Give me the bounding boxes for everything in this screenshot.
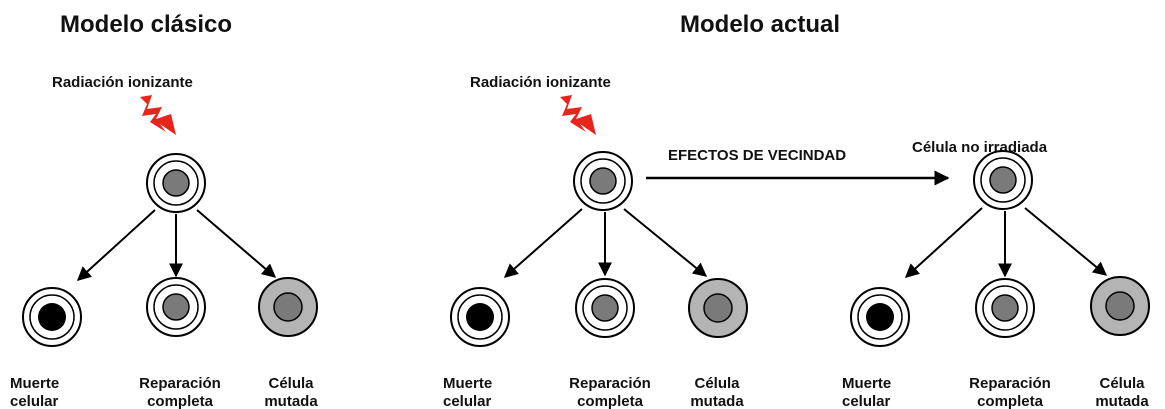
cell-icon: [573, 151, 633, 211]
outcome-mutated-line2: mutada: [1095, 393, 1149, 409]
title-classic-model: Modelo clásico: [60, 11, 232, 38]
non-irradiated-cell-label: Célula no irradiada: [912, 139, 1048, 156]
outcome-mutated-line2: mutada: [690, 393, 744, 409]
outcome-mutated-line2: mutada: [264, 393, 318, 409]
outcome-mutated-line1: Célula: [268, 375, 314, 392]
arrow-icon: [623, 208, 708, 277]
mutated-cell-icon: [258, 277, 318, 337]
repaired-cell-icon: [575, 278, 635, 338]
outcome-repair-line2: completa: [147, 393, 214, 409]
dead-cell-icon: [22, 287, 82, 347]
outcome-repair-line1: Reparación: [569, 375, 651, 392]
dead-cell-icon: [850, 287, 910, 347]
outcome-repair-line1: Reparación: [139, 375, 221, 392]
arrow-icon: [904, 207, 983, 278]
lightning-bolt-icon: [140, 95, 176, 135]
mutated-cell-icon: [1090, 276, 1150, 336]
outcome-death-line1: Muerte: [842, 375, 891, 392]
cell-icon: [146, 153, 206, 213]
outcome-mutated-line1: Célula: [694, 375, 740, 392]
radiation-label-right: Radiación ionizante: [470, 74, 611, 91]
arrow-icon: [503, 208, 583, 278]
repaired-cell-icon: [146, 277, 206, 337]
title-current-model: Modelo actual: [680, 11, 840, 38]
mutated-cell-icon: [688, 278, 748, 338]
bystander-effects-label: EFECTOS DE VECINDAD: [668, 147, 846, 164]
arrow-icon: [76, 209, 156, 281]
outcome-death-line1: Muerte: [10, 375, 59, 392]
repaired-cell-icon: [975, 278, 1035, 338]
outcome-death-line2: celular: [10, 393, 59, 409]
outcome-death-line2: celular: [443, 393, 492, 409]
dead-cell-icon: [450, 287, 510, 347]
outcome-mutated-line1: Célula: [1099, 375, 1145, 392]
cell-icon: [973, 150, 1033, 210]
lightning-bolt-icon: [560, 95, 596, 135]
arrow-icon: [1024, 207, 1108, 276]
outcome-repair-line1: Reparación: [969, 375, 1051, 392]
outcome-repair-line2: completa: [977, 393, 1044, 409]
outcome-repair-line2: completa: [577, 393, 644, 409]
outcome-death-line2: celular: [842, 393, 891, 409]
outcome-death-line1: Muerte: [443, 375, 492, 392]
arrow-icon: [196, 209, 277, 278]
radiation-label-left: Radiación ionizante: [52, 74, 193, 91]
